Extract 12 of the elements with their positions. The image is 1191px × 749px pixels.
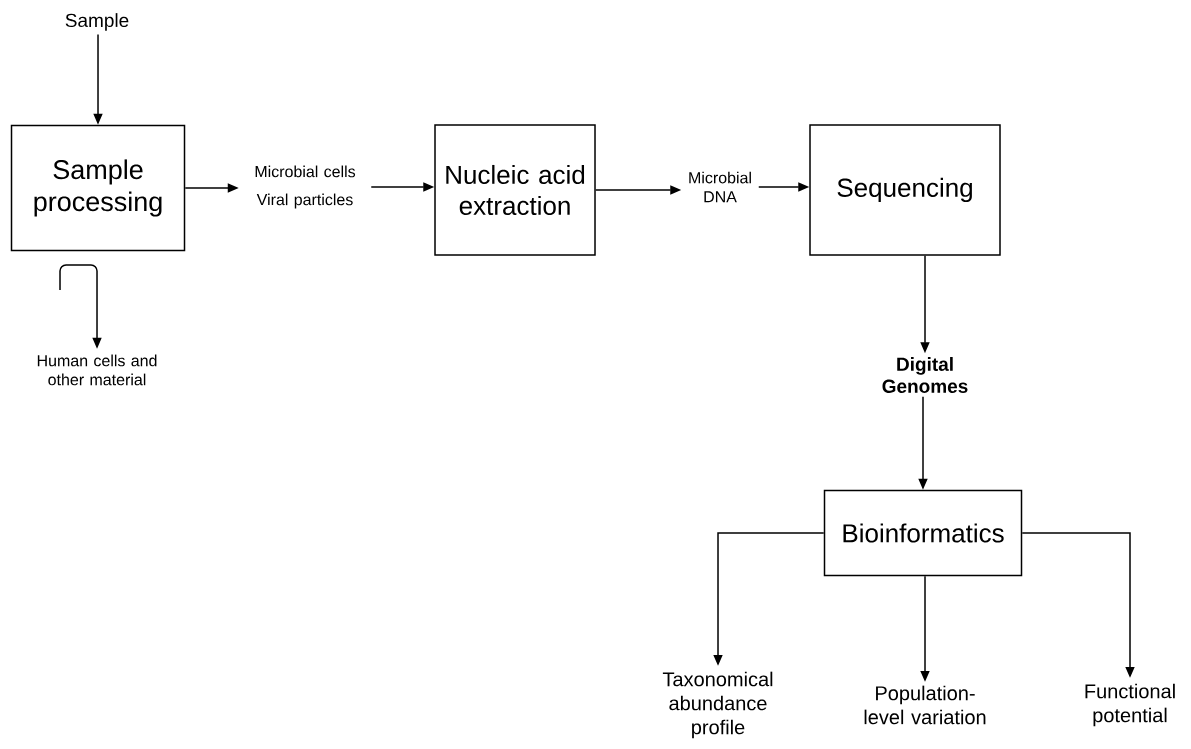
step-label: Sample — [65, 13, 129, 31]
step-label: Functional potential — [1085, 683, 1175, 727]
process-box: Sample processing — [10, 124, 186, 252]
process-box: Sequencing — [809, 124, 1001, 256]
step-label: Taxonomical abundance profile — [662, 671, 773, 739]
step-label: Digital Genomes — [882, 357, 968, 393]
process-box: Nucleic acid extraction — [434, 124, 596, 256]
step-label: Human cells and other material — [37, 354, 157, 386]
step-label: Population-level variation — [864, 685, 986, 725]
step-label: Microbial DNA — [689, 171, 751, 203]
step-label: Microbial cells Viral particles — [255, 165, 356, 209]
process-box: Bioinformatics — [823, 489, 1023, 577]
